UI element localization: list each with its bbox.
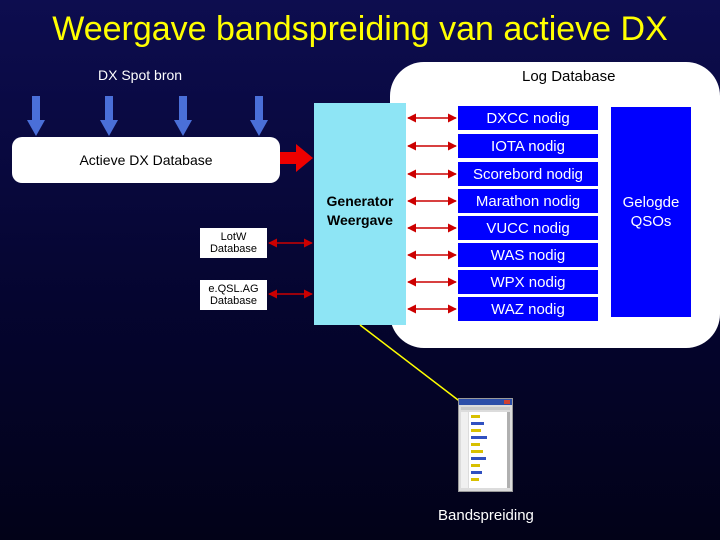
spot-arrow-3 xyxy=(174,96,192,136)
spot-arrow-4 xyxy=(250,96,268,136)
spot-arrow-1 xyxy=(27,96,45,136)
window-thumbnail-icon xyxy=(459,399,512,488)
scorebord-nodig-box: Scorebord nodig xyxy=(458,162,598,186)
dxcc-nodig-box: DXCC nodig xyxy=(458,106,598,130)
lotw-database-box: LotW Database xyxy=(200,228,267,258)
waz-nodig-box: WAZ nodig xyxy=(458,297,598,321)
output-line xyxy=(359,324,463,404)
dx-spot-source-label: DX Spot bron xyxy=(98,67,183,83)
generator-box xyxy=(314,103,406,325)
bandspreiding-window-thumbnail xyxy=(458,398,513,492)
spot-arrow-2 xyxy=(100,96,118,136)
actieve-dx-database-label: Actieve DX Database xyxy=(79,152,213,168)
was-nodig-box: WAS nodig xyxy=(458,243,598,267)
vucc-nodig-box: VUCC nodig xyxy=(458,216,598,240)
bandspreiding-label: Bandspreiding xyxy=(438,507,534,524)
marathon-nodig-box: Marathon nodig xyxy=(458,189,598,213)
big-arrow-to-generator xyxy=(280,144,313,172)
iota-nodig-box: IOTA nodig xyxy=(458,134,598,158)
log-database-label: Log Database xyxy=(522,68,616,85)
generator-label: Generator Weergave xyxy=(326,193,394,228)
eqsl-database-box: e.QSL.AG Database xyxy=(200,280,267,310)
wpx-nodig-box: WPX nodig xyxy=(458,270,598,294)
page-title: Weergave bandspreiding van actieve DX xyxy=(52,10,668,48)
gelogde-qsos-box: Gelogde QSOs xyxy=(611,107,691,317)
actieve-dx-database: Actieve DX Database xyxy=(12,137,280,183)
